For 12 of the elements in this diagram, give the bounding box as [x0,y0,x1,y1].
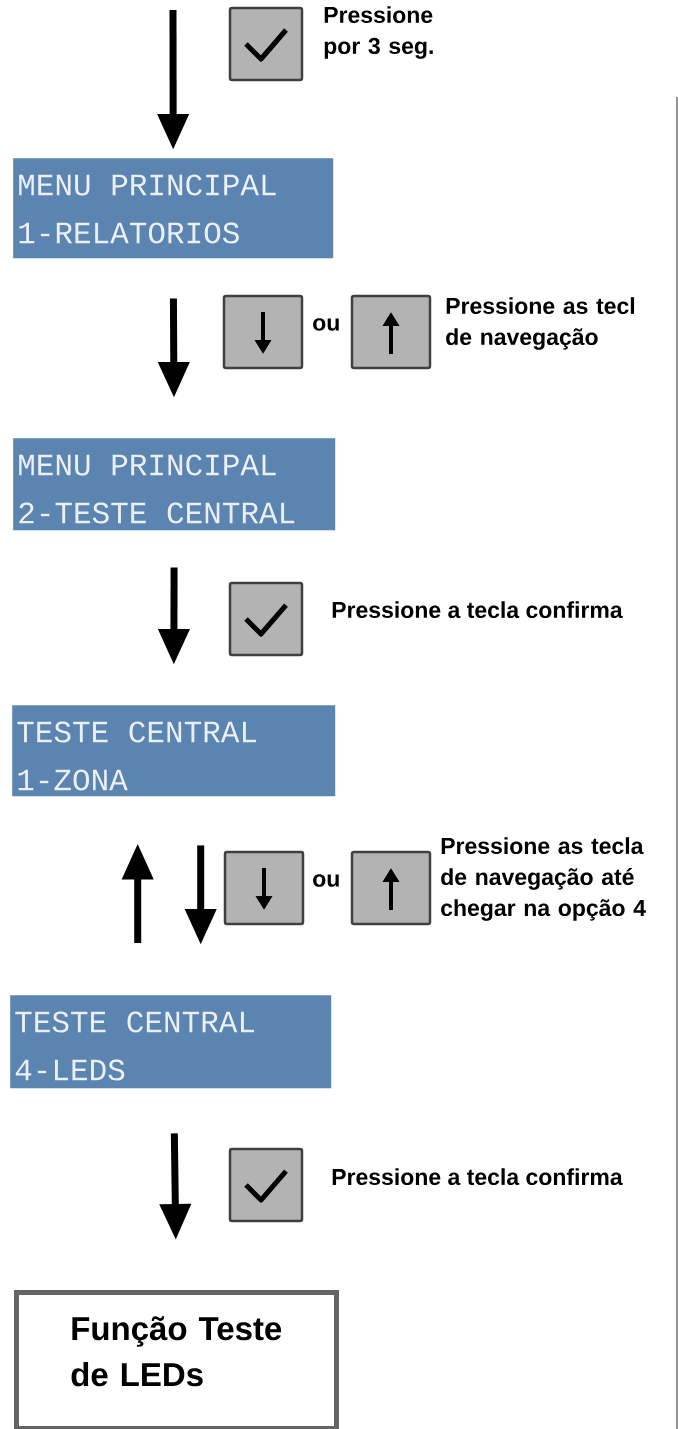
lcd-display: MENU PRINCIPAL 2-TESTE CENTRAL [13,438,336,531]
result-box: Função Teste de LEDs [14,1290,339,1429]
instruction-text: Pressione por 3 seg. [324,6,433,59]
conjunction-text: ou [313,874,339,887]
instruction-text: Pressione as tecl de navegação [446,297,635,350]
instruction-text: Pressione a tecla confirma [332,1168,623,1186]
lcd-display: MENU PRINCIPAL 1-RELATORIOS [13,158,334,259]
instruction-text: Pressione a tecla confirma [332,601,623,619]
lcd-display: TESTE CENTRAL 4-LEDS [10,995,332,1089]
conjunction-text: ou [313,318,339,331]
lcd-display: TESTE CENTRAL 1-ZONA [12,705,336,797]
instruction-text: Pressione as tecla de navegação até chegar na opção 4 [441,837,646,921]
